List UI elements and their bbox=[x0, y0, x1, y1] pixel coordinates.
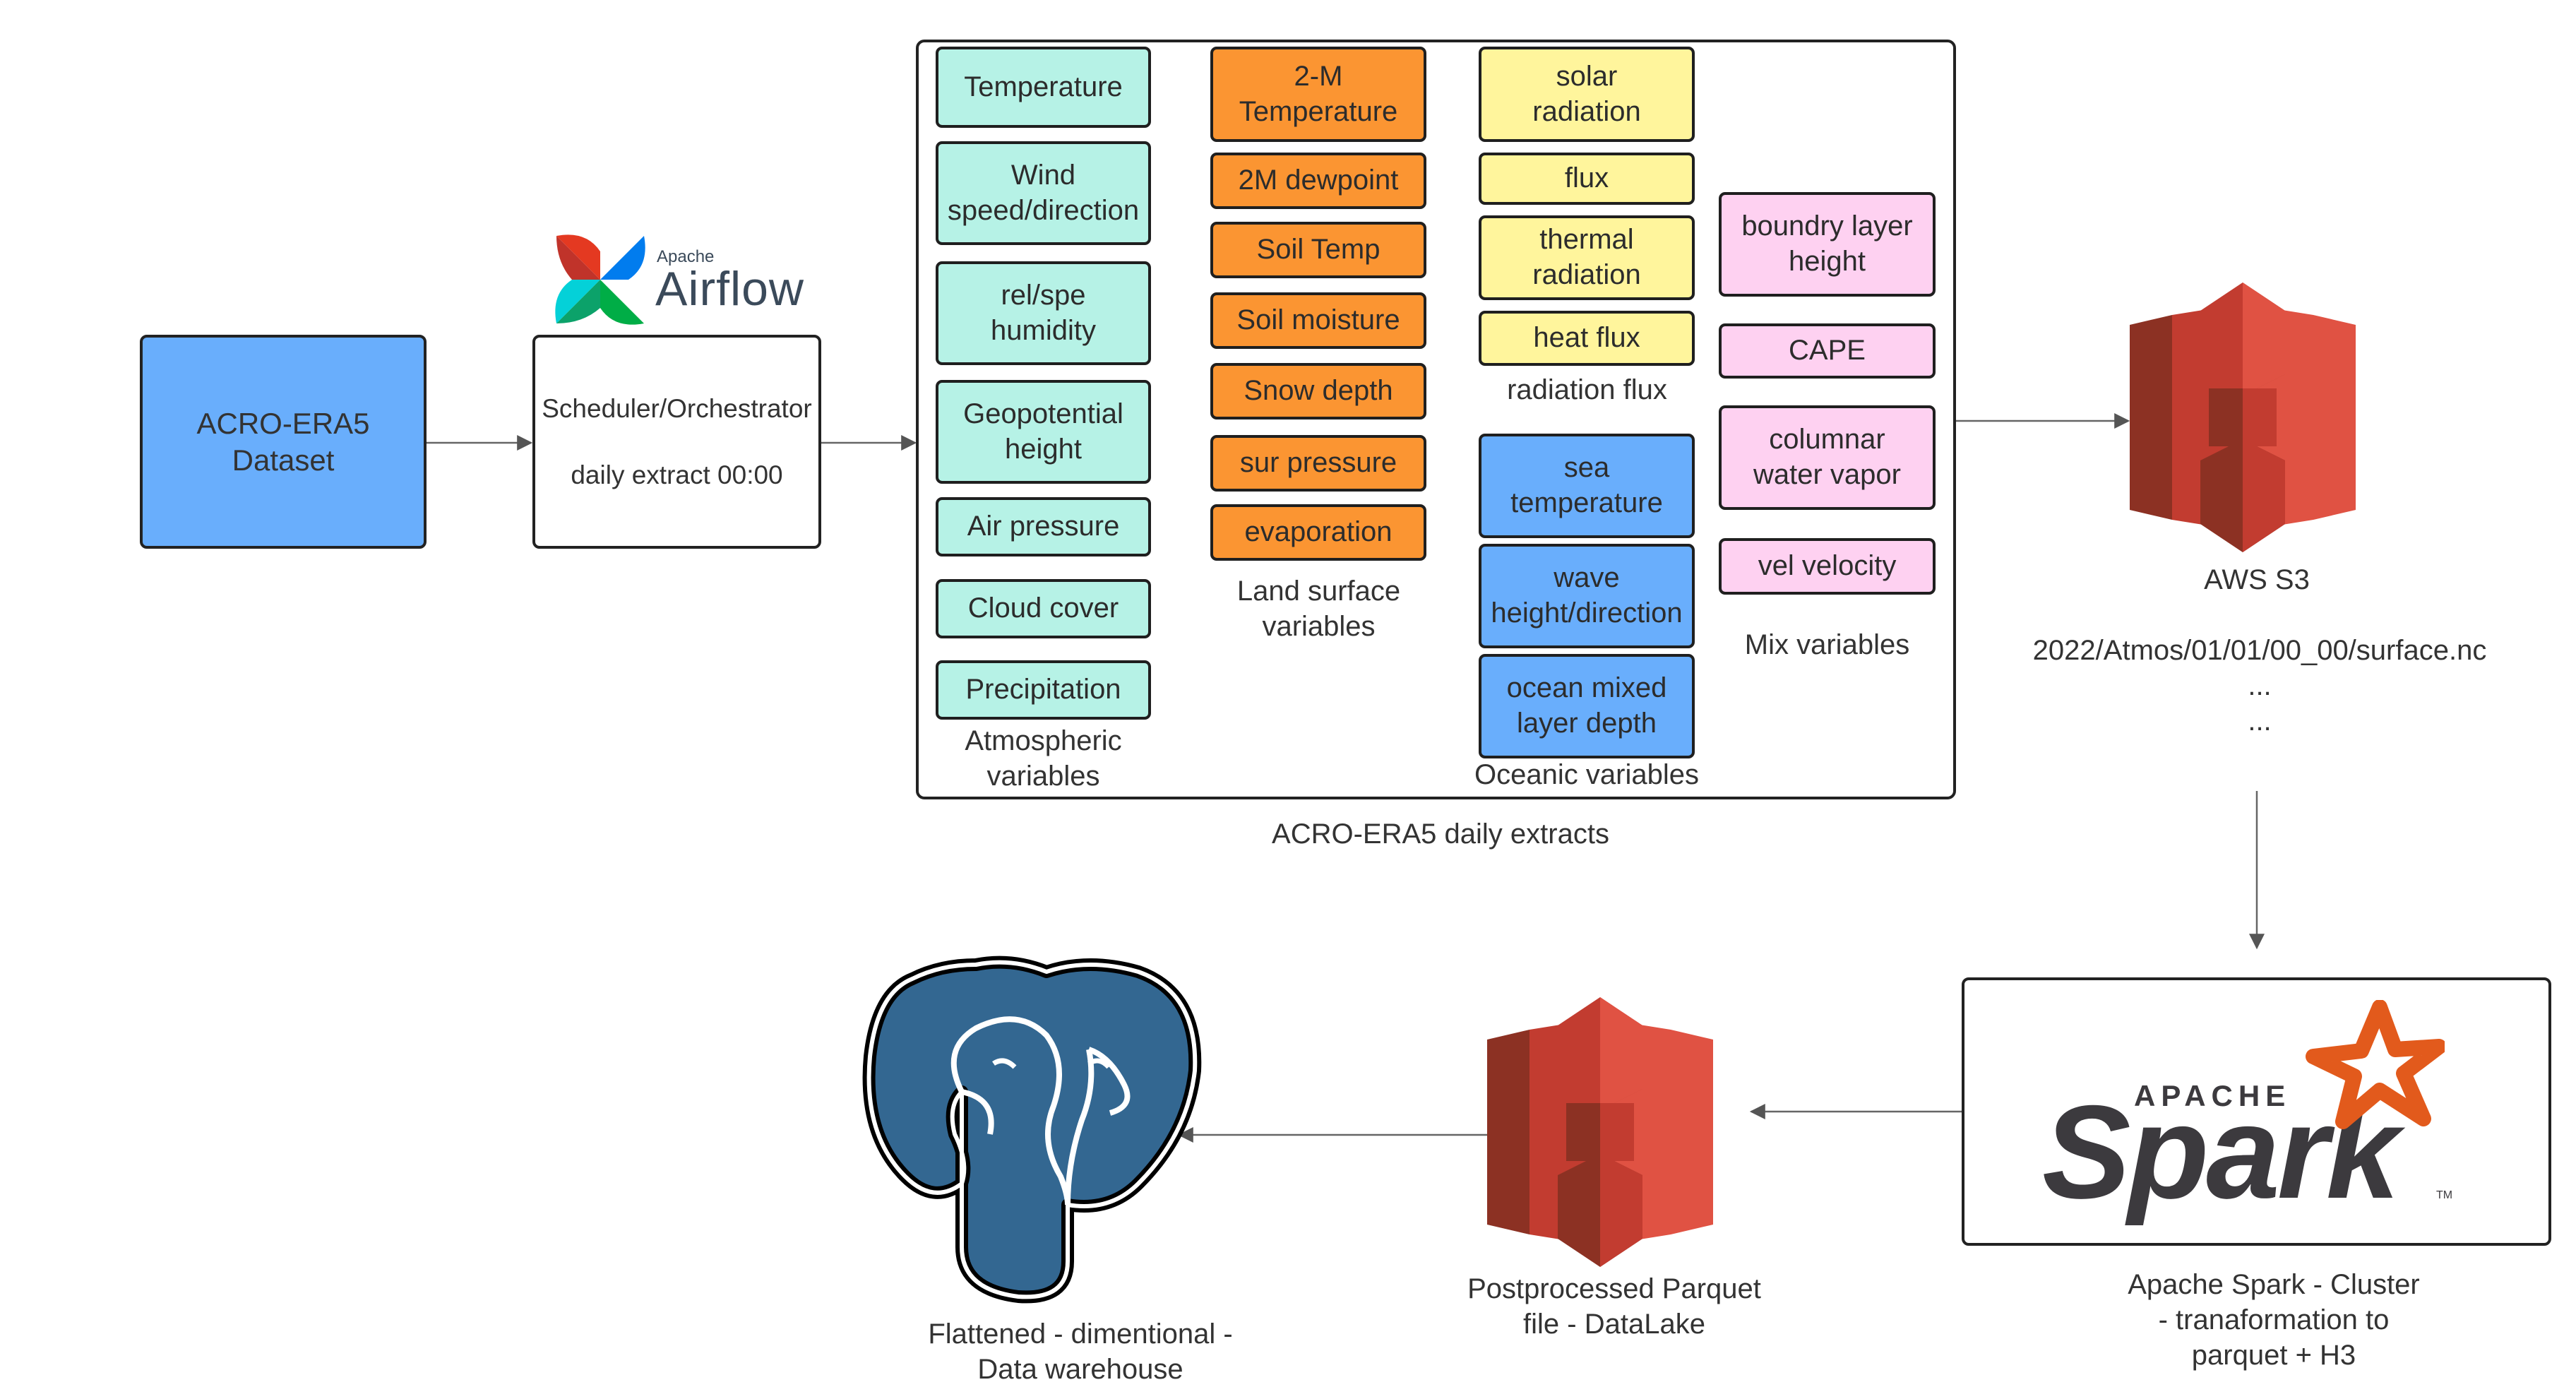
atmospheric-item: rel/spe humidity bbox=[936, 261, 1151, 365]
land-item: sur pressure bbox=[1210, 435, 1426, 492]
atmospheric-item: Cloud cover bbox=[936, 579, 1151, 638]
mix-item: CAPE bbox=[1719, 323, 1936, 379]
spark-logo-small-text: APACHE bbox=[2134, 1079, 2291, 1112]
scheduler-line1: Scheduler/Orchestrator bbox=[542, 394, 812, 424]
spark-node: APACHE Spark TM bbox=[1962, 977, 2551, 1246]
land-item: Soil moisture bbox=[1210, 292, 1426, 349]
dataset-label: ACRO-ERA5 Dataset bbox=[196, 407, 370, 477]
land-caption: Land surface variables bbox=[1236, 576, 1401, 642]
scheduler-line2: daily extract 00:00 bbox=[571, 460, 783, 489]
atmospheric-item: Air pressure bbox=[936, 497, 1151, 556]
atmospheric-item: Precipitation bbox=[936, 660, 1151, 720]
atmospheric-item: Geopotential height bbox=[936, 380, 1151, 484]
oceanic-caption: Oceanic variables bbox=[1474, 759, 1699, 790]
land-item: evaporation bbox=[1210, 504, 1426, 561]
mix-item: boundry layer height bbox=[1719, 192, 1936, 297]
oceanic-item: wave height/direction bbox=[1479, 544, 1695, 648]
extracts-caption: ACRO-ERA5 daily extracts bbox=[1272, 818, 1609, 850]
land-item: 2-M Temperature bbox=[1210, 47, 1426, 142]
land-item: Soil Temp bbox=[1210, 222, 1426, 278]
spark-star-icon bbox=[2306, 1000, 2445, 1129]
scheduler-node: Scheduler/Orchestrator daily extract 00:… bbox=[532, 335, 821, 549]
airflow-small-text: Apache bbox=[657, 247, 715, 266]
dataset-node: ACRO-ERA5 Dataset bbox=[140, 335, 427, 549]
airflow-pinwheel-icon bbox=[555, 234, 645, 325]
datalake-bucket-icon bbox=[1487, 997, 1713, 1267]
s3-ellipsis: ... bbox=[2248, 706, 2272, 737]
postgresql-elephant-icon bbox=[862, 956, 1202, 1304]
atmospheric-caption: Atmospheric variables bbox=[965, 725, 1122, 792]
radiation-caption: radiation flux bbox=[1507, 374, 1667, 405]
mix-caption: Mix variables bbox=[1744, 629, 1910, 660]
radiation-item: solar radiation bbox=[1479, 47, 1695, 142]
radiation-item: heat flux bbox=[1479, 311, 1695, 366]
mix-item: columnar water vapor bbox=[1719, 405, 1936, 510]
radiation-item: thermal radiation bbox=[1479, 215, 1695, 300]
oceanic-item: sea temperature bbox=[1479, 434, 1695, 538]
radiation-item: flux bbox=[1479, 153, 1695, 205]
oceanic-item: ocean mixed layer depth bbox=[1479, 654, 1695, 758]
airflow-big-text: Airflow bbox=[655, 262, 805, 316]
spark-caption: Apache Spark - Cluster - tranaformation … bbox=[2128, 1269, 2420, 1371]
land-item: Snow depth bbox=[1210, 363, 1426, 419]
atmospheric-item: Wind speed/direction bbox=[936, 141, 1151, 245]
mix-item: vel velocity bbox=[1719, 538, 1936, 595]
datalake-caption: Postprocessed Parquet file - DataLake bbox=[1467, 1273, 1761, 1340]
s3-bucket-icon bbox=[2130, 282, 2356, 552]
atmospheric-item: Temperature bbox=[936, 47, 1151, 128]
airflow-logo: Apache Airflow bbox=[551, 230, 812, 329]
spark-tm-text: TM bbox=[2436, 1189, 2453, 1201]
warehouse-caption: Flattened - dimentional - Data warehouse bbox=[928, 1318, 1233, 1385]
s3-ellipsis: ... bbox=[2248, 670, 2272, 701]
land-item: 2M dewpoint bbox=[1210, 153, 1426, 209]
s3-label: AWS S3 bbox=[2204, 564, 2310, 595]
s3-path: 2022/Atmos/01/01/00_00/surface.nc bbox=[2032, 635, 2487, 666]
